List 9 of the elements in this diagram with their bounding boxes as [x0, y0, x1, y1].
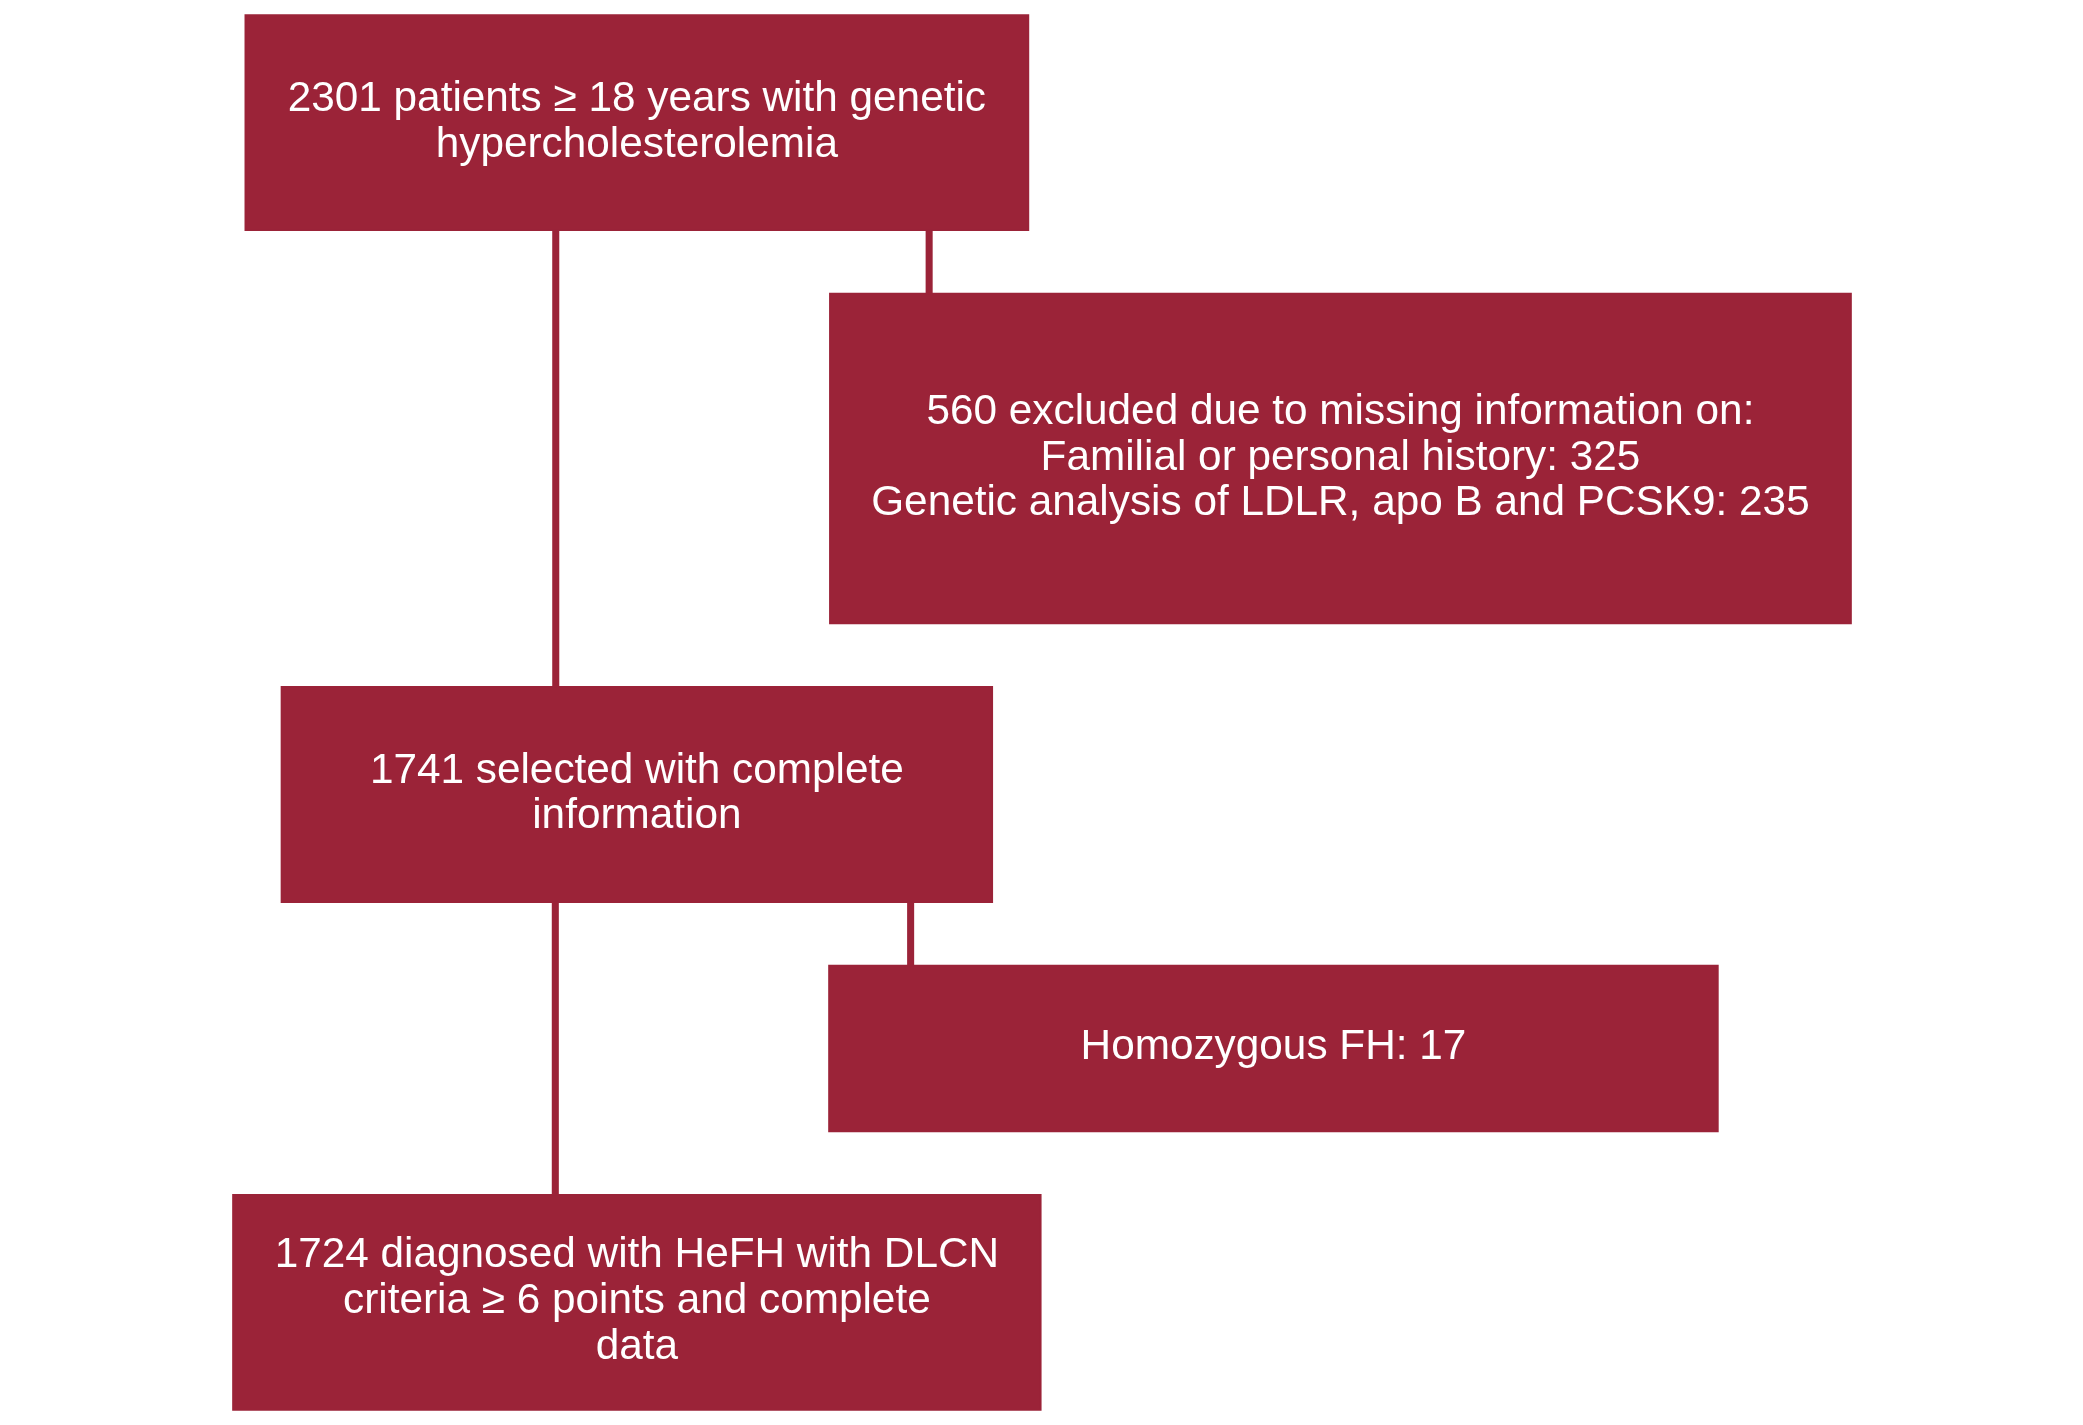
node-box: 560 excluded due to missing information on: Familial or personal history: 325 Genetic analysis of LDLR, apo B and PCSK9: 235 [828, 292, 1852, 625]
node-box: 1741 selected with complete information [280, 686, 993, 903]
connector [551, 230, 559, 687]
node-box: 1724 diagnosed with HeFH with DLCN criteria ≥ 6 points and complete data [231, 1193, 1042, 1411]
connector [551, 902, 559, 1194]
connector [925, 230, 933, 294]
node-box: 2301 patients ≥ 18 years with genetic hypercholesterolemia [244, 14, 1029, 232]
node-box: Homozygous FH: 17 [827, 964, 1719, 1133]
connector [906, 902, 914, 966]
